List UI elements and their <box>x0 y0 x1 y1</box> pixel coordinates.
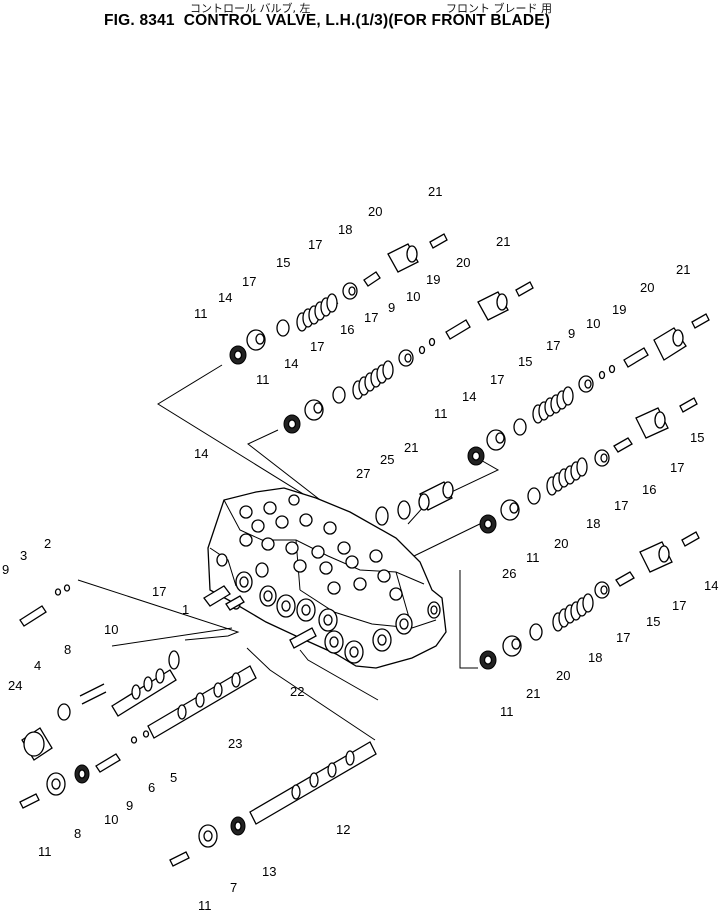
figure-title: FIG. 8341 CONTROL VALVE, L.H.(1/3)(FOR F… <box>104 12 550 30</box>
callout: 21 <box>526 686 540 701</box>
callout: 1 <box>182 602 189 617</box>
callout: 9 <box>126 798 133 813</box>
callout: 21 <box>496 234 510 249</box>
callout: 17 <box>672 598 686 613</box>
japanese-title-left: コントロール バルブ, 左 <box>190 2 311 15</box>
japanese-title: コントロール バルブ, 左 フロント ブレード 用 <box>190 0 610 15</box>
callout: 11 <box>526 550 540 565</box>
callout: 17 <box>616 630 630 645</box>
callout: 23 <box>228 736 242 751</box>
callout: 22 <box>290 684 304 699</box>
japanese-title-right: フロント ブレード 用 <box>446 2 552 15</box>
callout: 10 <box>586 316 600 331</box>
middle-bank <box>479 397 698 534</box>
callout: 17 <box>546 338 560 353</box>
callout: 17 <box>614 498 628 513</box>
callout: 20 <box>368 204 382 219</box>
callout: 9 <box>388 300 395 315</box>
figure-number: FIG. 8341 <box>104 12 175 29</box>
callout: 3 <box>20 548 27 563</box>
callout: 17 <box>242 274 256 289</box>
callout: 18 <box>586 516 600 531</box>
callout: 8 <box>64 642 71 657</box>
callout: 16 <box>340 322 354 337</box>
callout: 11 <box>194 306 208 321</box>
callout: 9 <box>2 562 9 577</box>
plug-group <box>375 481 454 526</box>
callout: 10 <box>406 289 420 304</box>
callout: 27 <box>356 466 370 481</box>
callout: 4 <box>34 658 41 673</box>
callout: 17 <box>308 237 322 252</box>
callout: 11 <box>198 898 212 912</box>
callout: 10 <box>104 622 118 637</box>
callout: 21 <box>428 184 442 199</box>
callout: 21 <box>676 262 690 277</box>
callout: 6 <box>148 780 155 795</box>
spool-five <box>147 665 257 739</box>
bottom-caps <box>19 764 246 867</box>
callout: 16 <box>642 482 656 497</box>
callout: 14 <box>704 578 718 593</box>
callout: 15 <box>690 430 704 445</box>
left-fittings <box>19 584 317 773</box>
upper-bank-one <box>229 233 448 365</box>
assembly-lines <box>77 364 500 741</box>
callout: 17 <box>310 339 324 354</box>
callout: 7 <box>230 880 237 895</box>
callout: 8 <box>74 826 81 841</box>
callout: 9 <box>568 326 575 341</box>
callout: 17 <box>670 460 684 475</box>
callout: 12 <box>336 822 350 837</box>
callout: 18 <box>588 650 602 665</box>
callout: 24 <box>8 678 22 693</box>
callout: 20 <box>640 280 654 295</box>
callout: 15 <box>276 255 290 270</box>
upper-bank-three <box>467 313 710 466</box>
figure-description: CONTROL VALVE, L.H.(1/3)(FOR FRONT BLADE… <box>183 12 551 29</box>
callout: 13 <box>262 864 276 879</box>
callout: 14 <box>462 389 476 404</box>
callout: 14 <box>218 290 232 305</box>
callout: 17 <box>152 584 166 599</box>
callout: 11 <box>434 406 448 421</box>
callout: 14 <box>194 446 208 461</box>
callout: 15 <box>646 614 660 629</box>
valve-body <box>207 487 447 669</box>
callout: 26 <box>502 566 516 581</box>
upper-bank-two <box>283 281 534 434</box>
callout: 11 <box>38 844 52 859</box>
spool-four-group <box>21 650 180 761</box>
callout: 10 <box>104 812 118 827</box>
callout: 20 <box>556 668 570 683</box>
callout: 19 <box>612 302 626 317</box>
callout: 11 <box>256 372 270 387</box>
callout: 2 <box>44 536 51 551</box>
callout: 25 <box>380 452 394 467</box>
callout: 21 <box>404 440 418 455</box>
callout: 14 <box>284 356 298 371</box>
callout: 17 <box>364 310 378 325</box>
spool-seven <box>249 741 377 825</box>
lower-bank <box>479 531 700 670</box>
callout: 19 <box>426 272 440 287</box>
callout: 20 <box>456 255 470 270</box>
callout: 17 <box>490 372 504 387</box>
callout: 15 <box>518 354 532 369</box>
callout-labels: 21 20 18 17 15 21 20 19 10 9 17 16 17 14… <box>2 184 718 912</box>
callout: 20 <box>554 536 568 551</box>
callout: 5 <box>170 770 177 785</box>
callout: 18 <box>338 222 352 237</box>
callout: 11 <box>500 704 514 719</box>
